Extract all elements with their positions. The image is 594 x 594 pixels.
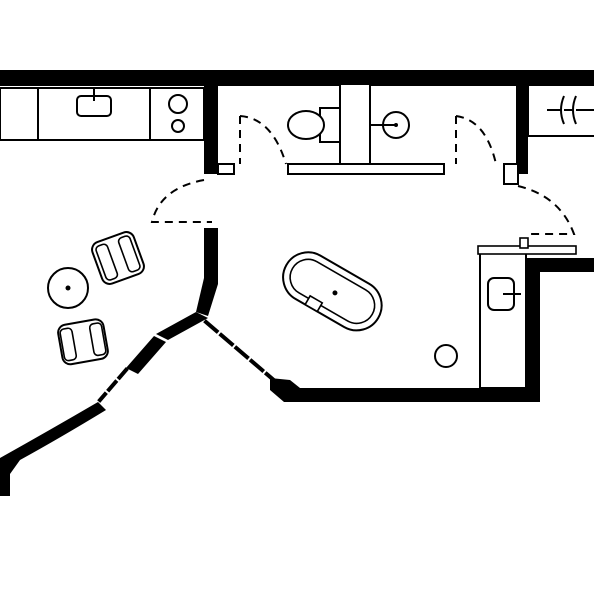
bathroom-bottom-wall: [288, 388, 540, 402]
door-swing-left: [150, 179, 212, 223]
door-swings: [150, 115, 576, 235]
partition-wall-left: [204, 84, 218, 174]
right-storage: [527, 83, 594, 137]
vanity-unit: [479, 251, 527, 389]
basin-drain: [394, 123, 398, 127]
hanger-1-icon: [560, 95, 565, 125]
curved-wall-lower: [0, 402, 106, 496]
hob-burner-large-icon: [168, 94, 188, 114]
round-side-table-center: [65, 285, 71, 291]
wc-front-ledge: [287, 163, 445, 175]
kitchen-counter: [0, 87, 205, 141]
armchair-lower-icon: [57, 318, 109, 366]
top-exterior-wall: [0, 70, 594, 86]
lounge-furniture: [47, 231, 145, 366]
curved-wall-segment-3: [126, 336, 166, 374]
partition-wall-right: [516, 84, 528, 174]
armchair-upper-icon: [91, 231, 145, 285]
wc-divider-wall: [339, 83, 371, 165]
curved-wall-segment-2: [156, 312, 208, 340]
hanger-2-icon: [572, 95, 577, 125]
wc-right-jamb: [503, 163, 519, 185]
curved-wall-stub-upper: [204, 228, 218, 284]
door-swing-wc: [239, 115, 287, 165]
bathroom-right-wall: [526, 258, 540, 402]
diagonal-partition-line: [203, 319, 279, 385]
wc-left-jamb: [217, 163, 235, 175]
bathtub-icon: [282, 251, 383, 332]
door-swing-shower: [455, 115, 497, 165]
exterior-step-wall: [526, 258, 594, 272]
bathroom-fixtures: [282, 237, 577, 389]
hob-burner-small-icon: [171, 119, 185, 133]
curved-window-line: [97, 367, 129, 403]
walls: [0, 70, 594, 496]
vanity-post: [519, 237, 529, 249]
toilet-bowl-icon: [287, 110, 325, 140]
floor-stool-icon: [434, 344, 458, 368]
door-swing-right: [517, 185, 576, 235]
curved-wall-segment-1: [196, 278, 218, 316]
wc-fixtures: [287, 107, 410, 143]
